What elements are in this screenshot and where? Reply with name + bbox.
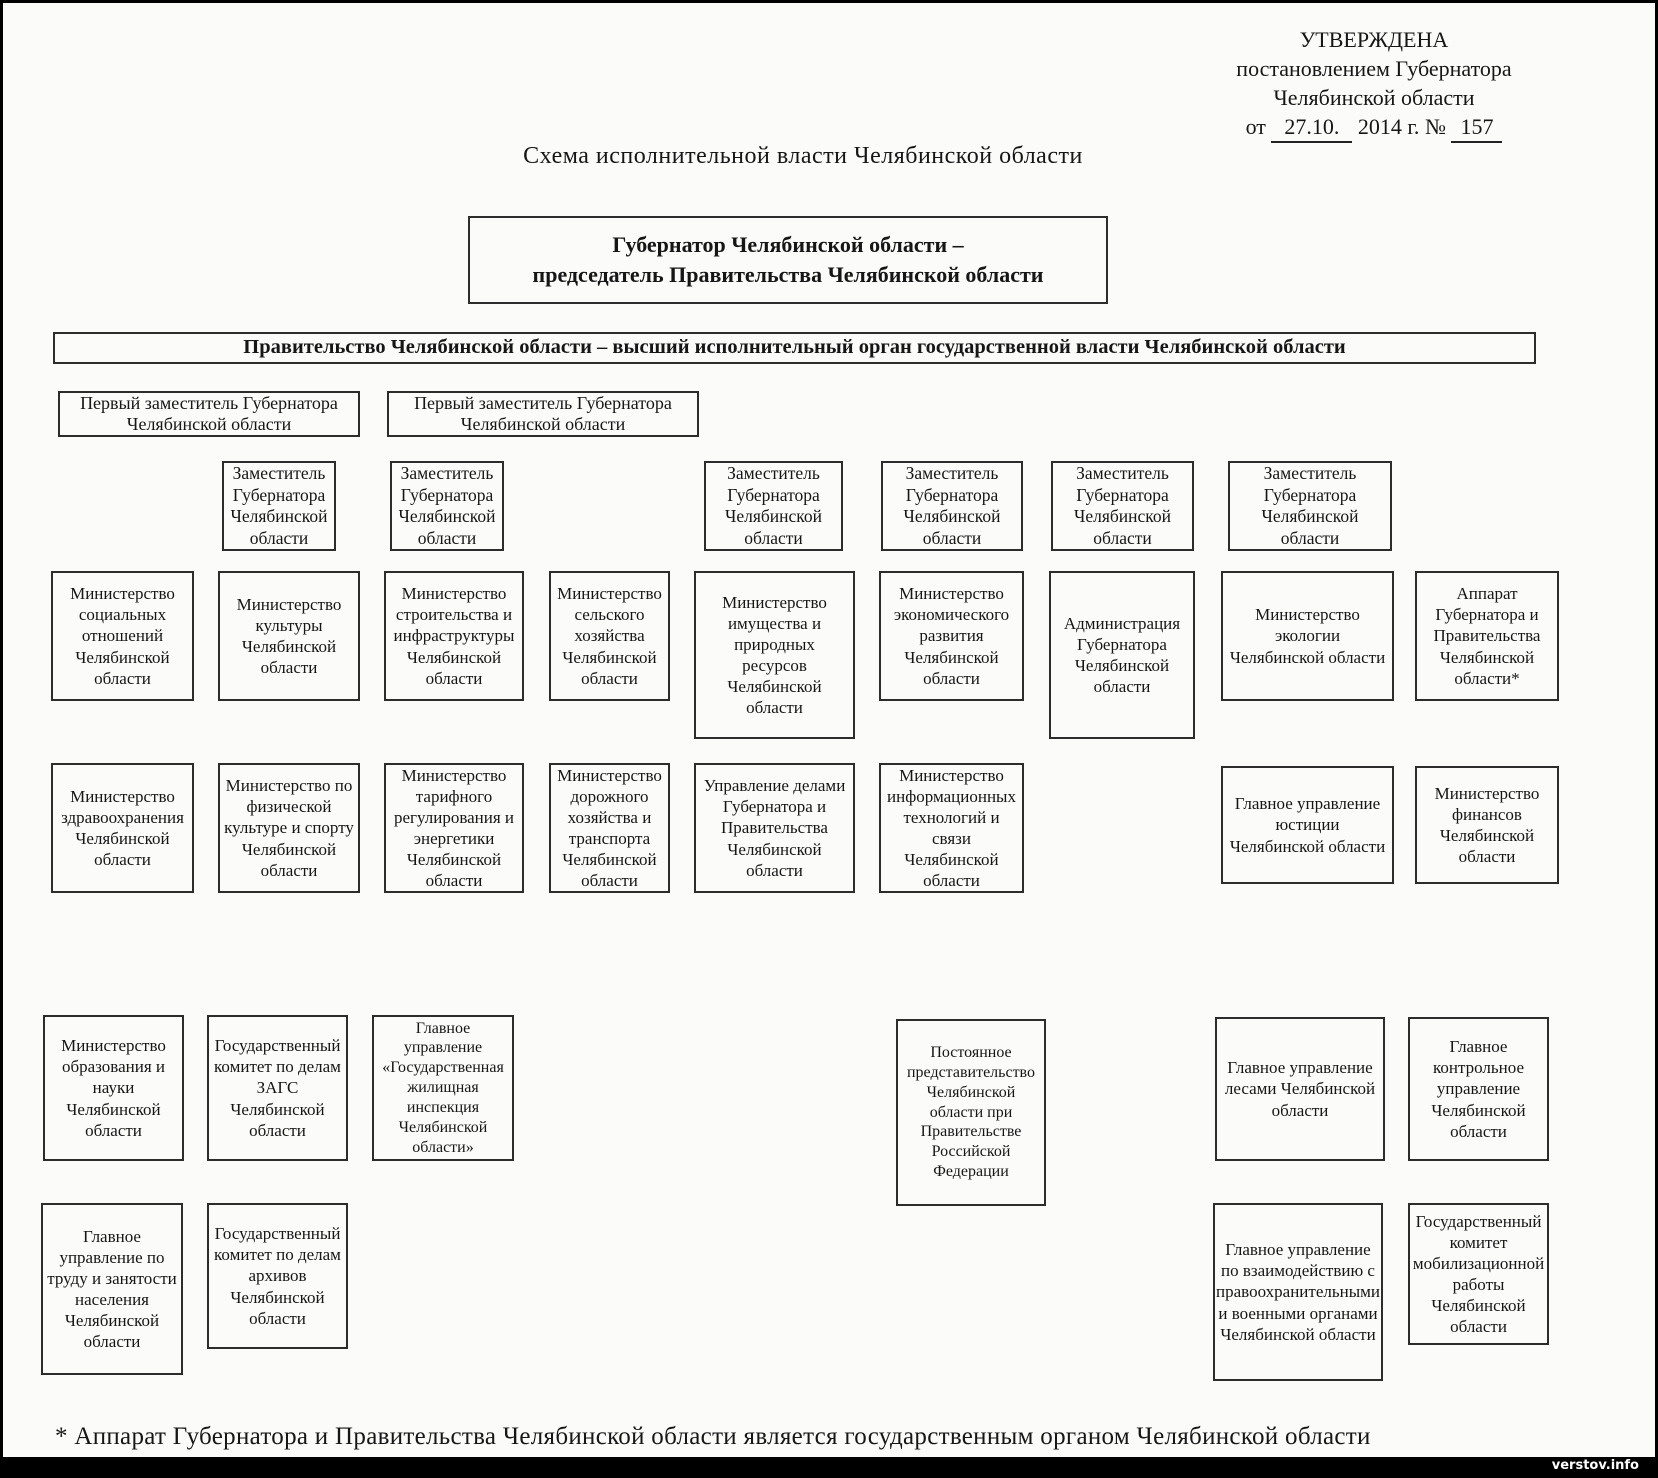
governor-box-text: Губернатор Челябинской области – председ… [533, 230, 1044, 289]
box-permanent-representation: Постоянное представительство Челябинской… [896, 1019, 1046, 1206]
deputy-governor-box-3: Заместитель Губернатора Челябинской обла… [704, 461, 843, 551]
box-ministry-construction: Министерство строительства и инфраструкт… [384, 571, 524, 701]
first-deputy-box-1: Первый заместитель Губернатора Челябинск… [58, 391, 360, 437]
box-ministry-education: Министерство образования и науки Челябин… [43, 1015, 184, 1161]
approval-line-1: УТВЕРЖДЕНА [1299, 27, 1449, 52]
box-law-enforcement-department: Главное управление по взаимодействию с п… [1213, 1203, 1383, 1381]
deputy-governor-box-2: Заместитель Губернатора Челябинской обла… [390, 461, 504, 551]
deputy-governor-box-6: Заместитель Губернатора Челябинской обла… [1228, 461, 1392, 551]
approval-number-sign: № [1424, 114, 1446, 139]
box-ministry-economy: Министерство экономического развития Чел… [879, 571, 1024, 701]
box-ministry-social: Министерство социальных отношений Челяби… [51, 571, 194, 701]
box-labor-department: Главное управление по труду и занятости … [41, 1203, 183, 1375]
box-justice-department: Главное управление юстиции Челябинской о… [1221, 766, 1394, 884]
box-ministry-ecology: Министерство экологии Челябинской област… [1221, 571, 1394, 701]
deputy-governor-box-1: Заместитель Губернатора Челябинской обла… [222, 461, 336, 551]
box-forests-department: Главное управление лесами Челябинской об… [1215, 1017, 1385, 1161]
approval-line-2: постановлением Губернатора [1236, 56, 1512, 81]
box-ministry-sport: Министерство по физической культуре и сп… [218, 763, 360, 893]
box-ministry-finance: Министерство финансов Челябинской област… [1415, 766, 1559, 884]
government-box: Правительство Челябинской области – высш… [53, 332, 1536, 364]
box-committee-zags: Государственный комитет по делам ЗАГС Че… [207, 1015, 348, 1161]
box-housing-inspection: Главное управление «Государственная жили… [372, 1015, 514, 1161]
box-ministry-property: Министерство имущества и природных ресур… [694, 571, 855, 739]
box-ministry-it: Министерство информационных технологий и… [879, 763, 1024, 893]
box-affairs-office: Управление делами Губернатора и Правител… [694, 763, 855, 893]
approval-stamp: УТВЕРЖДЕНА постановлением Губернатора Че… [1188, 25, 1560, 143]
approval-date-suffix: 2014 г. [1357, 114, 1420, 139]
deputy-governor-box-5: Заместитель Губернатора Челябинской обла… [1051, 461, 1194, 551]
deputy-governor-box-4: Заместитель Губернатора Челябинской обла… [881, 461, 1023, 551]
watermark-label: verstov.info [1551, 1458, 1639, 1473]
governor-box: Губернатор Челябинской области – председ… [468, 216, 1108, 304]
approval-date-line: от 27.10. 2014 г. № 157 [1188, 112, 1560, 143]
approval-number-value: 157 [1451, 112, 1503, 143]
box-ministry-agriculture: Министерство сельского хозяйства Челябин… [549, 571, 670, 701]
watermark-bar: verstov.info [3, 1457, 1655, 1475]
approval-date-value: 27.10. [1271, 112, 1353, 143]
page-title: Схема исполнительной власти Челябинской … [523, 143, 1083, 169]
footnote: * Аппарат Губернатора и Правительства Че… [55, 1423, 1371, 1450]
first-deputy-box-2: Первый заместитель Губернатора Челябинск… [387, 391, 699, 437]
box-committee-archives: Государственный комитет по делам архивов… [207, 1203, 348, 1349]
governor-line-2: председатель Правительства Челябинской о… [532, 262, 1044, 287]
approval-date-prefix: от [1245, 114, 1266, 139]
box-governor-apparatus: Аппарат Губернатора и Правительства Челя… [1415, 571, 1559, 701]
governor-line-1: Губернатор Челябинской области – [612, 232, 964, 258]
box-ministry-tariff: Министерство тарифного регулирования и э… [384, 763, 524, 893]
box-governor-administration: Администрация Губернатора Челябинской об… [1049, 571, 1195, 739]
box-mobilization-committee: Государственный комитет мобилизационной … [1408, 1203, 1549, 1345]
box-control-department: Главное контрольное управление Челябинск… [1408, 1017, 1549, 1161]
box-ministry-health: Министерство здравоохранения Челябинской… [51, 763, 194, 893]
box-ministry-culture: Министерство культуры Челябинской област… [218, 571, 360, 701]
approval-line-3: Челябинской области [1273, 85, 1475, 110]
box-ministry-roads: Министерство дорожного хозяйства и транс… [549, 763, 670, 893]
